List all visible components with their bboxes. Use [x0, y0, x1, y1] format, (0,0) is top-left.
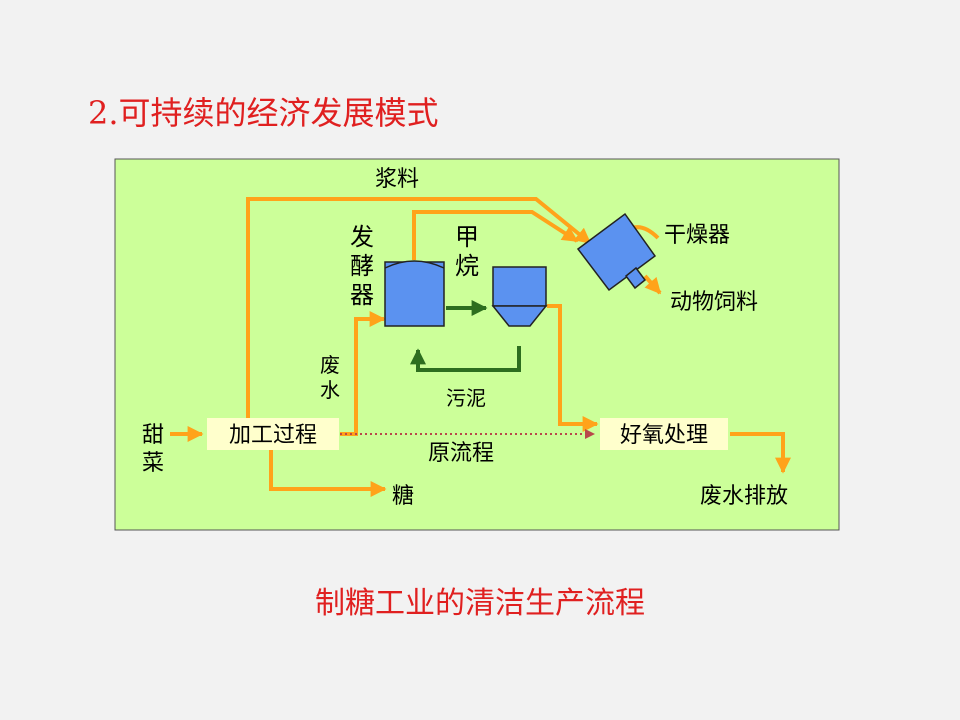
wastewater-label: 废水	[320, 353, 340, 402]
processing-label: 加工过程	[229, 423, 317, 448]
arrow-fermenter-to-dryer	[412, 210, 579, 260]
fermenter-tank	[384, 260, 445, 327]
discharge-label: 废水排放	[700, 484, 788, 509]
arrow-wastewater-to-fermenter	[340, 311, 386, 436]
arrow-clarifier-to-aerobic	[547, 304, 599, 432]
sludge-label: 污泥	[446, 386, 486, 410]
aerobic-box: 好氧处理	[600, 418, 728, 450]
dryer-drum	[576, 212, 657, 292]
slide-title: 2.可持续的经济发展模式	[88, 94, 439, 132]
slurry-label: 浆料	[375, 167, 419, 192]
dryer-label: 干燥器	[664, 223, 730, 248]
arrow-dryer-to-feed	[643, 274, 662, 295]
arrow-processing-to-sugar	[269, 448, 387, 497]
processing-box: 加工过程	[207, 418, 339, 450]
fermenter-label: 发酵器	[350, 223, 374, 309]
animal-feed-label: 动物饲料	[670, 290, 758, 315]
sugar-label: 糖	[392, 484, 414, 509]
clarifier-tank	[491, 266, 548, 327]
original-flow-label: 原流程	[428, 441, 494, 466]
aerobic-label: 好氧处理	[620, 423, 708, 448]
diagram-panel	[114, 158, 840, 531]
arrow-sludge-return	[410, 346, 521, 372]
arrow-slurry-to-dryer	[246, 197, 592, 420]
arrow-aerobic-to-discharge	[730, 432, 791, 474]
beet-label: 甜菜	[142, 423, 164, 476]
methane-label: 甲烷	[455, 223, 479, 280]
slide-caption: 制糖工业的清洁生产流程	[315, 586, 645, 621]
